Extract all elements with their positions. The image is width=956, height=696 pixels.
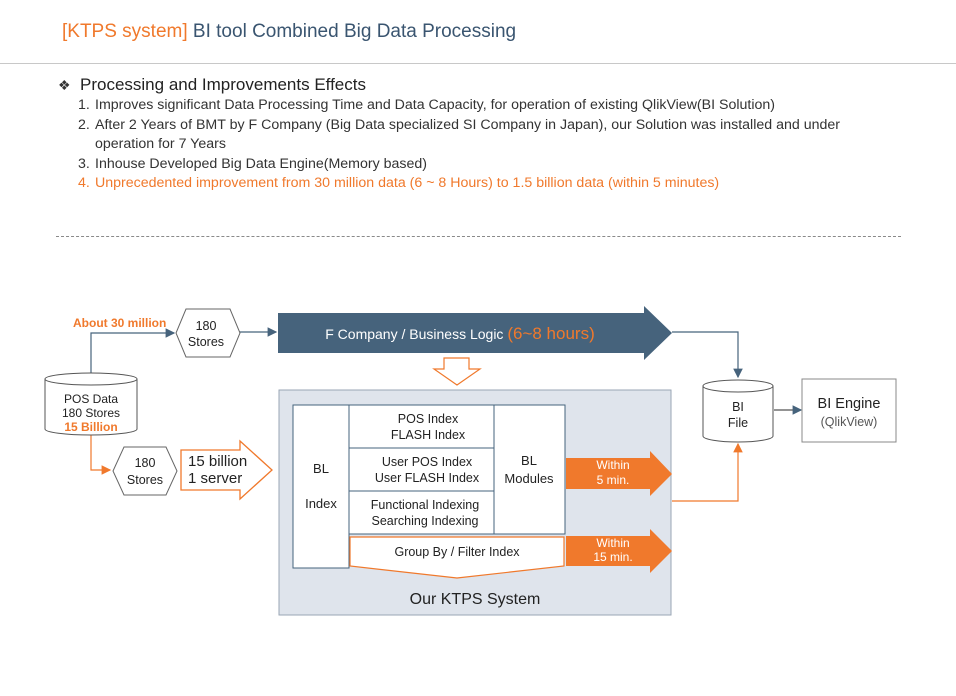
billion-arrow: 15 billion 1 server <box>180 439 273 501</box>
billion-arrow-line2: 1 server <box>188 470 242 487</box>
list-item: 1. Improves significant Data Processing T… <box>78 96 898 116</box>
pos-stores-label: 180 Stores <box>62 406 120 420</box>
bl-modules-line2: Modules <box>504 471 554 486</box>
system-label: Our KTPS System <box>410 591 541 608</box>
bl-index-line2: Index <box>305 496 337 511</box>
item-number: 2. <box>78 116 90 133</box>
title-divider <box>0 63 956 64</box>
pos-billion-label: 15 Billion <box>64 420 117 434</box>
user-index-box: User POS Index User FLASH Index <box>348 447 495 492</box>
connector-pos-to-stores-bottom <box>90 432 112 475</box>
down-arrow-icon <box>432 357 482 386</box>
title-text: BI tool Combined Big Data Processing <box>192 21 517 42</box>
bl-index-line1: BL <box>313 461 329 476</box>
list-item: 3. Inhouse Developed Big Data Engine(Memo… <box>78 155 898 175</box>
item-number: 4. <box>78 175 90 191</box>
stores-top-count: 180 <box>196 319 217 333</box>
stores-bottom-count: 180 <box>135 456 156 470</box>
stores-bottom-label: Stores <box>127 473 163 487</box>
item-number: 3. <box>78 155 90 172</box>
bi-engine-sub: (QlikView) <box>821 415 878 429</box>
pos-data-cylinder: POS Data 180 Stores 15 Billion <box>44 372 138 436</box>
stores-top-label: Stores <box>188 335 224 349</box>
connector-pos-to-stores <box>90 328 176 374</box>
bi-engine-box: BI Engine (QlikView) <box>801 378 897 443</box>
bl-modules-box: BL Modules <box>493 404 566 535</box>
user-index-line1: User POS Index <box>382 455 473 469</box>
bi-file-line2: File <box>728 416 748 430</box>
item-number: 1. <box>78 97 90 113</box>
section-heading-text: Processing and Improvements Effects <box>80 75 366 94</box>
bi-file-cylinder: BI File <box>702 379 774 443</box>
billion-arrow-line1: 15 billion <box>188 453 247 470</box>
bl-index-box: BL Index <box>292 404 350 569</box>
about-30-million-label: About 30 million <box>73 316 166 330</box>
connector-fcompany-to-bifile <box>672 331 743 379</box>
group-by-label: Group By / Filter Index <box>394 545 520 559</box>
bi-file-line1: BI <box>732 400 744 414</box>
pos-index-line1: POS Index <box>398 412 459 426</box>
item-text: After 2 Years of BMT by F Company (Big D… <box>95 116 840 153</box>
user-index-line2: User FLASH Index <box>375 471 480 485</box>
item-text: Unprecedented improvement from 30 millio… <box>95 175 720 191</box>
functional-line2: Searching Indexing <box>371 514 478 528</box>
diamond-bullet-icon: ❖ <box>58 77 71 93</box>
f-company-label: F Company / Business Logic <box>325 326 507 342</box>
list-item: 2. After 2 Years of BMT by F Company (Big… <box>78 116 898 155</box>
connector-within-to-bifile <box>672 442 743 502</box>
list-item-highlight: 4. Unprecedented improvement from 30 mill… <box>78 174 898 194</box>
section-heading: ❖ Processing and Improvements Effects <box>58 75 366 95</box>
pos-data-label: POS Data <box>64 392 118 406</box>
functional-line1: Functional Indexing <box>371 498 479 512</box>
bl-modules-line1: BL <box>521 453 537 468</box>
item-text: Inhouse Developed Big Data Engine(Memory… <box>95 155 428 172</box>
page-title: [KTPS system] BI tool Combined Big Data … <box>62 21 516 43</box>
bi-engine-label: BI Engine <box>818 396 881 412</box>
f-company-hours: (6~8 hours) <box>507 324 594 343</box>
within-15-arrow: Within 15 min. <box>566 529 672 573</box>
within-5-arrow: Within 5 min. <box>566 451 672 496</box>
pos-index-line2: FLASH Index <box>391 428 466 442</box>
within-5-line1: Within <box>596 458 629 472</box>
f-company-arrow: F Company / Business Logic (6~8 hours) <box>278 306 672 360</box>
within-5-line2: 5 min. <box>597 473 630 487</box>
group-by-box: Group By / Filter Index <box>349 536 565 579</box>
stores-node-top: 180 Stores <box>175 308 241 358</box>
stores-node-bottom: 180 Stores <box>112 446 178 496</box>
points-list: 1. Improves significant Data Processing T… <box>78 96 898 194</box>
within-15-line2: 15 min. <box>593 550 632 564</box>
title-bracket: [KTPS system] <box>62 21 188 42</box>
functional-index-box: Functional Indexing Searching Indexing <box>348 490 495 535</box>
f-company-text: F Company / Business Logic (6~8 hours) <box>325 324 595 343</box>
dashed-divider <box>56 236 901 237</box>
item-text: Improves significant Data Processing Tim… <box>95 97 776 113</box>
pos-index-box: POS Index FLASH Index <box>348 404 495 449</box>
within-15-line1: Within <box>596 536 629 550</box>
